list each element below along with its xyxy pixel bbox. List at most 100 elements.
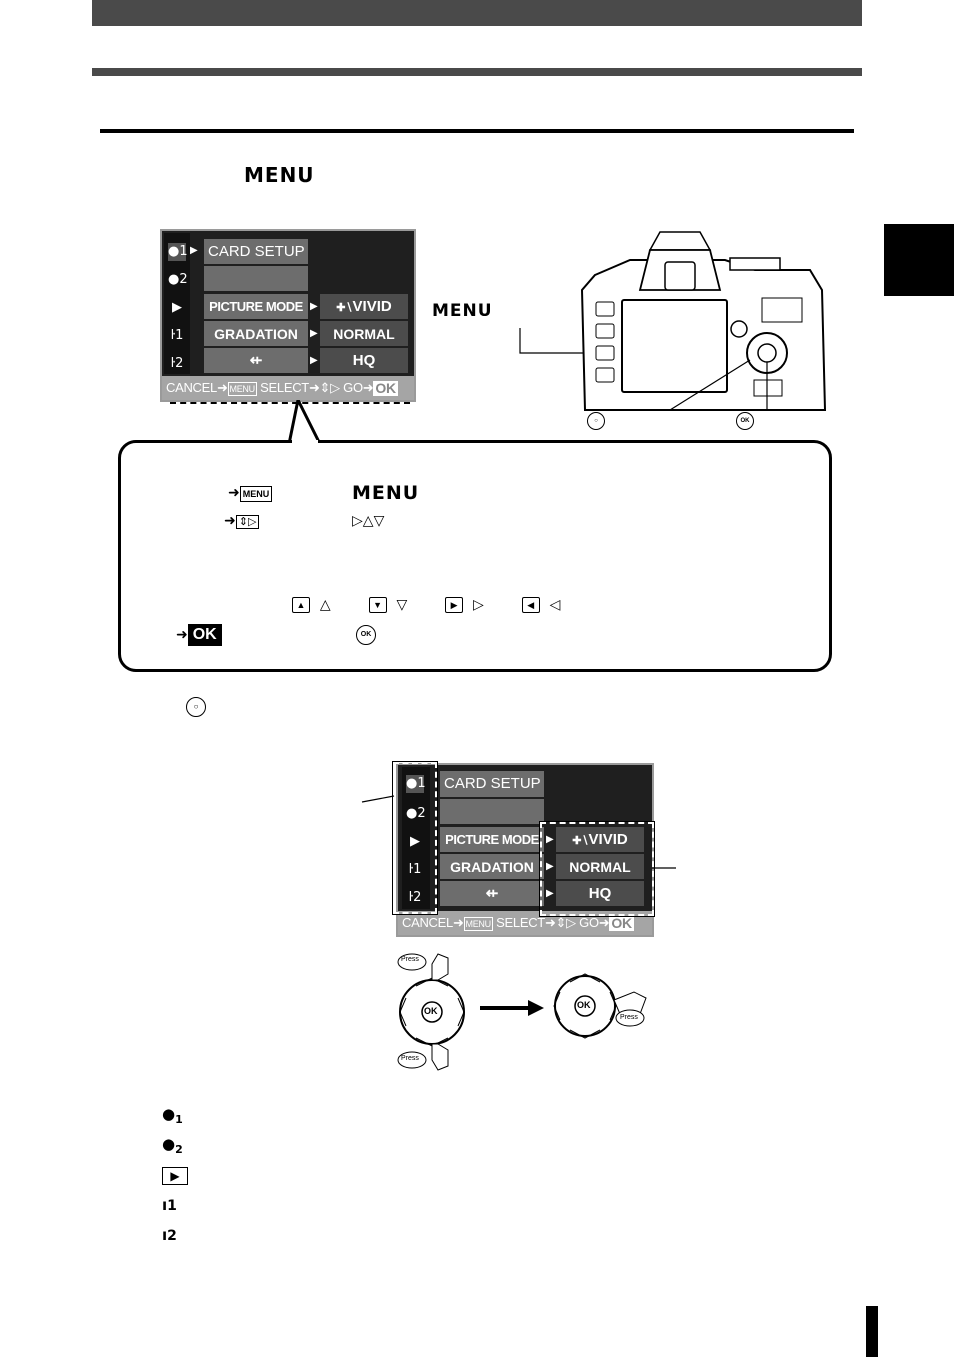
footer-cancel: CANCEL xyxy=(166,380,217,395)
menu-row-card-setup[interactable]: CARD SETUP xyxy=(440,771,544,799)
up-button-icon: △ xyxy=(362,512,374,528)
down-arrow-icon: ▽ xyxy=(396,596,408,612)
select-keys-icon: ⇕▷ xyxy=(319,380,341,395)
arrow-icon: ➜ xyxy=(544,915,556,930)
tab-setup-2[interactable]: ŀ2 xyxy=(170,356,184,371)
camera-menu-label: MENU xyxy=(432,301,493,321)
menu-row-quality[interactable]: ⇷ xyxy=(204,348,308,375)
arrow-icon: ➜ xyxy=(598,915,610,930)
row-arrow-icon: ▶ xyxy=(546,861,554,872)
footer-menu-key: MENU xyxy=(227,381,257,396)
menu-tab-column: ●1 ●2 ▶ ŀ1 ŀ2 xyxy=(164,233,190,374)
camera-icon: ● xyxy=(162,1105,176,1123)
tab-setup-1[interactable]: ŀ1 xyxy=(408,862,422,877)
value-normal: NORMAL xyxy=(320,321,408,348)
dial-icon: ○ xyxy=(587,412,605,430)
camera-illustration xyxy=(519,231,827,411)
footer-ok: OK xyxy=(373,380,398,397)
header-bar-top xyxy=(92,0,862,26)
down-button-icon: ▽ xyxy=(373,512,385,528)
page-edge-marker xyxy=(866,1306,878,1357)
footer-select: SELECT xyxy=(260,380,309,395)
arrow-icon: ➜ xyxy=(228,484,240,500)
press-label-top: Press xyxy=(401,956,419,963)
menu-row-gradation[interactable]: GRADATION xyxy=(204,321,308,348)
menu-row-picture-mode[interactable]: PICTURE MODE xyxy=(204,294,308,321)
footer-menu-key: MENU xyxy=(463,916,493,931)
tab-setup-1[interactable]: ŀ1 xyxy=(170,328,184,343)
menu-row-blank xyxy=(440,799,544,826)
arrow-icon: ➜ xyxy=(452,915,464,930)
right-key-icon: ▶ xyxy=(445,597,464,614)
ok-circle-icon: OK xyxy=(356,625,376,645)
dial-ok-label-right: OK xyxy=(577,1000,591,1010)
left-arrow-icon: ◁ xyxy=(549,596,561,612)
footer-select: SELECT xyxy=(496,915,545,930)
callout-pointer xyxy=(287,400,322,445)
footer-cancel: CANCEL xyxy=(402,915,453,930)
right-button-icon: ▷ xyxy=(352,512,363,528)
menu-key-icon: MENU xyxy=(239,486,273,502)
down-key-icon: ▼ xyxy=(368,597,387,614)
menu-tab-column: ●1 ●2 ▶ ŀ1 ŀ2 xyxy=(402,767,430,909)
left-key-icon: ◀ xyxy=(521,597,540,614)
menu-row-quality[interactable]: ⇷ xyxy=(440,881,544,908)
legend-camera-2: ●2 xyxy=(162,1135,183,1156)
arrow-icon: ➜ xyxy=(176,626,188,642)
legend-camera-1: ●1 xyxy=(162,1105,183,1126)
value-vivid: ✚∖VIVID xyxy=(320,294,408,321)
tab-setup-2[interactable]: ŀ2 xyxy=(408,890,422,905)
menu-row-blank xyxy=(204,266,308,293)
footer-ok: OK xyxy=(609,915,634,932)
value-vivid-text: VIVID xyxy=(588,831,628,848)
arrow-icon: ➜ xyxy=(224,512,236,528)
dial-icon-small: ○ xyxy=(186,697,206,717)
camera-icon: ● xyxy=(162,1135,176,1153)
tab-camera-1[interactable]: ●1 xyxy=(168,243,188,261)
value-normal: NORMAL xyxy=(556,854,644,881)
dial-press-illustration xyxy=(397,953,647,1071)
key-guide-panel xyxy=(118,440,832,672)
press-label-bottom: Press xyxy=(401,1055,419,1062)
row-arrow-icon: ▶ xyxy=(310,355,318,366)
row-arrow-icon: ▶ xyxy=(310,328,318,339)
row-arrow-icon: ▶ xyxy=(310,301,318,312)
tab-column-highlight xyxy=(392,761,438,915)
wrench-icon: ı xyxy=(162,1226,168,1244)
tab-playback[interactable]: ▶ xyxy=(410,834,420,849)
menu-row-card-setup[interactable]: CARD SETUP xyxy=(204,239,308,266)
legend-sub-4: 2 xyxy=(167,1228,177,1244)
values-highlight xyxy=(539,821,655,917)
guide-row-ok: ➜OK xyxy=(176,624,222,646)
tab-camera-1[interactable]: ●1 xyxy=(406,775,426,793)
value-hq: HQ xyxy=(320,348,408,375)
dial-ok-label-left: OK xyxy=(424,1006,438,1016)
row-arrow-icon: ▶ xyxy=(546,888,554,899)
menu-screen-annotated: ●1 ●2 ▶ ŀ1 ŀ2 CARD SETUP PICTURE MODE GR… xyxy=(396,763,654,937)
select-keys-icon: ⇕▷ xyxy=(555,915,577,930)
chapter-tab xyxy=(884,224,954,296)
legend-sub-1: 1 xyxy=(175,1113,183,1126)
tab-camera-2[interactable]: ●2 xyxy=(168,272,188,287)
press-label-right: Press xyxy=(620,1014,638,1021)
section-rule xyxy=(100,129,854,133)
menu-row-gradation[interactable]: GRADATION xyxy=(440,854,544,881)
legend-sub-2: 2 xyxy=(175,1143,183,1156)
value-vivid-text: VIVID xyxy=(352,298,392,315)
value-vivid: ✚∖VIVID xyxy=(556,827,644,854)
guide-row-select: ➜⇕▷ xyxy=(224,512,260,529)
tab-camera-2[interactable]: ●2 xyxy=(406,806,426,821)
footer-go: GO xyxy=(579,915,599,930)
tab-playback[interactable]: ▶ xyxy=(172,300,182,315)
arrow-icon: ➜ xyxy=(308,380,320,395)
row-arrow-icon: ▶ xyxy=(546,834,554,845)
step-menu-word: MENU xyxy=(244,163,315,187)
wrench-icon: ı xyxy=(162,1196,168,1214)
value-hq: HQ xyxy=(556,881,644,908)
playback-icon: ▶ xyxy=(162,1167,188,1185)
picture-mode-icon: ✚∖ xyxy=(336,302,353,314)
legend-sub-3: 1 xyxy=(167,1198,177,1214)
legend-setup-1: ı1 xyxy=(162,1196,177,1214)
ok-button-icon: OK xyxy=(736,412,754,430)
menu-row-picture-mode[interactable]: PICTURE MODE xyxy=(440,827,544,854)
